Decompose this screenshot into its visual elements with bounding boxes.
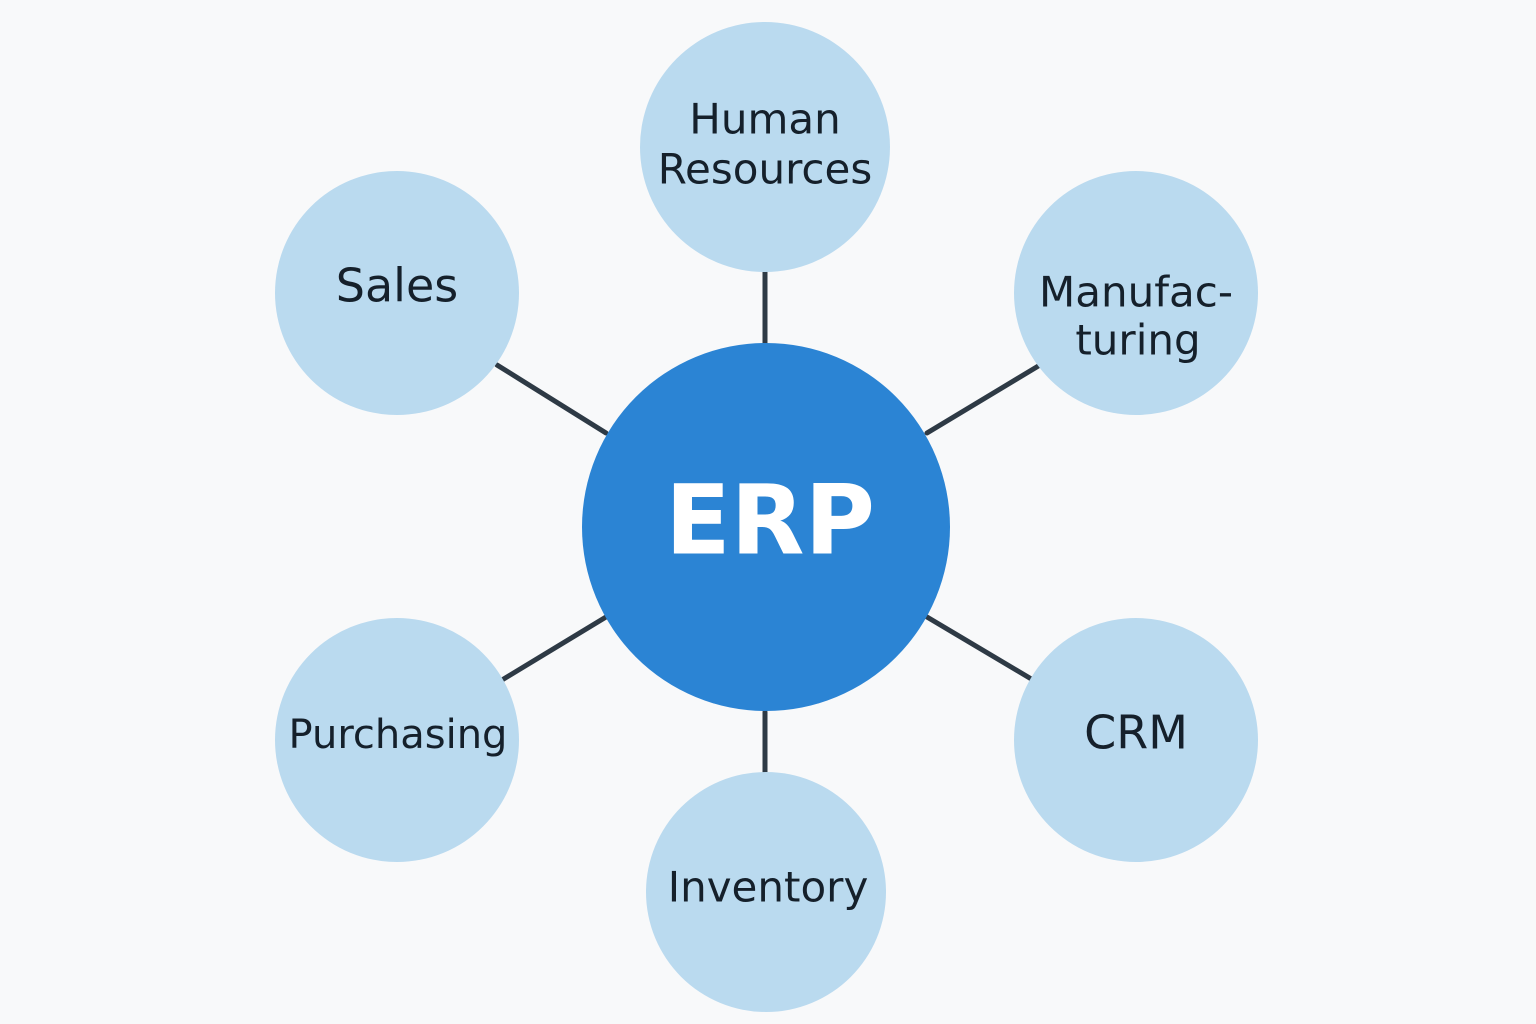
node-label: Sales [336,259,458,313]
node-human-resources: Human Resources [640,22,890,272]
connectors [494,269,1043,775]
connector-sales [494,362,609,436]
node-label: Inventory [668,863,869,912]
connector-purchasing [499,614,609,683]
node-sales: Sales [275,171,519,415]
node-inventory: Inventory [646,772,886,1012]
hub-circle [582,343,950,711]
erp-hub: ERP [582,343,950,711]
node-label: Purchasing [289,712,508,758]
node-circle [640,22,890,272]
node-label-line-2: Resources [658,145,873,194]
node-circle [275,171,519,415]
node-crm: CRM [1014,618,1258,862]
node-label: CRM [1084,706,1188,760]
node-purchasing: Purchasing [275,618,519,862]
node-label-line-2: turing [1075,316,1200,365]
node-label-line-1: Manufac- [1039,268,1233,317]
hub-label: ERP [665,464,875,576]
connector-manufacturing [924,362,1043,436]
node-circle [646,772,886,1012]
node-circle [1014,171,1258,415]
node-label-line-1: Human [689,95,840,144]
connector-crm [924,614,1036,683]
node-manufacturing: Manufac- turing [1014,171,1258,415]
node-circle [1014,618,1258,862]
node-circle [275,618,519,862]
